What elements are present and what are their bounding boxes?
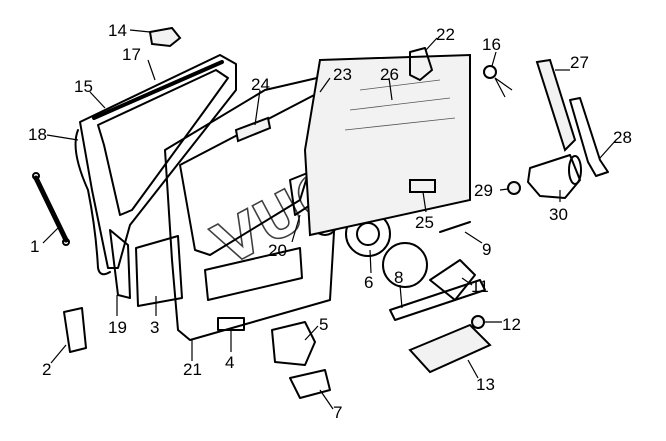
inner-door: [164, 74, 341, 341]
callout-18: 18: [28, 125, 47, 144]
callout-24: 24: [251, 75, 270, 94]
lock-assembly: [271, 321, 316, 366]
bump-stop: [148, 26, 182, 48]
glass-hatch-2: [349, 97, 451, 111]
callout-2: 2: [42, 360, 51, 379]
callout-23: 23: [333, 65, 352, 84]
lock-cylinder-core: [356, 222, 380, 246]
frame-window: [97, 69, 229, 216]
callout-16: 16: [482, 35, 501, 54]
window-seal-17: [92, 60, 224, 120]
outer-seal: [74, 129, 111, 276]
callout-25: 25: [415, 213, 434, 232]
callout-7: 7: [333, 403, 342, 422]
cover-plate: [408, 323, 492, 374]
callout-6: 6: [364, 273, 373, 292]
callout-21: 21: [183, 360, 202, 379]
jet-spray-1: [494, 77, 513, 91]
wiper-motor: [527, 154, 581, 199]
release-rod: [389, 279, 486, 321]
callout-29: 29: [474, 181, 493, 200]
hinge: [63, 307, 87, 353]
screw: [439, 221, 471, 233]
wiper-blade: [535, 58, 577, 152]
callout-1: 1: [30, 237, 39, 256]
nut: [507, 181, 521, 195]
callout-22: 22: [436, 25, 455, 44]
door-shell-19: [109, 229, 131, 299]
callout-5: 5: [319, 315, 328, 334]
glass-hatch-1: [359, 79, 441, 91]
grommet: [471, 315, 485, 329]
inner-door-handle-recess: [204, 247, 303, 301]
stop-lamp: [234, 116, 272, 143]
striker: [289, 369, 331, 399]
trim-panel: [135, 235, 183, 307]
strut-ball-bottom: [62, 238, 70, 246]
callout-4: 4: [225, 353, 234, 372]
callout-26: 26: [380, 65, 399, 84]
release-lever: [429, 259, 476, 301]
callout-12: 12: [502, 315, 521, 334]
callout-14: 14: [108, 21, 127, 40]
callout-20: 20: [268, 241, 287, 260]
callout-13: 13: [476, 375, 495, 394]
callout-19: 19: [108, 318, 127, 337]
callout-27: 27: [570, 53, 589, 72]
callout-28: 28: [613, 128, 632, 147]
callout-9: 9: [482, 240, 491, 259]
tailgate-frame: [79, 54, 237, 269]
wiper-arm: [569, 97, 609, 177]
release-ring: [382, 242, 428, 288]
hinge-cap: [409, 47, 433, 81]
motor-cap: [568, 155, 582, 185]
callout-17: 17: [122, 45, 141, 64]
callout-11: 11: [471, 277, 489, 296]
jet-spray-2: [494, 77, 506, 98]
glass-hatch-3: [344, 117, 456, 131]
callout-8: 8: [394, 268, 403, 287]
strut-ball-top: [32, 172, 40, 180]
washer-jet: [483, 65, 497, 79]
callout-3: 3: [150, 318, 159, 337]
leader-lines: [42, 29, 617, 410]
callout-30: 30: [549, 205, 568, 224]
callout-15: 15: [74, 77, 93, 96]
gas-strut: [33, 175, 69, 243]
clip: [409, 179, 436, 193]
